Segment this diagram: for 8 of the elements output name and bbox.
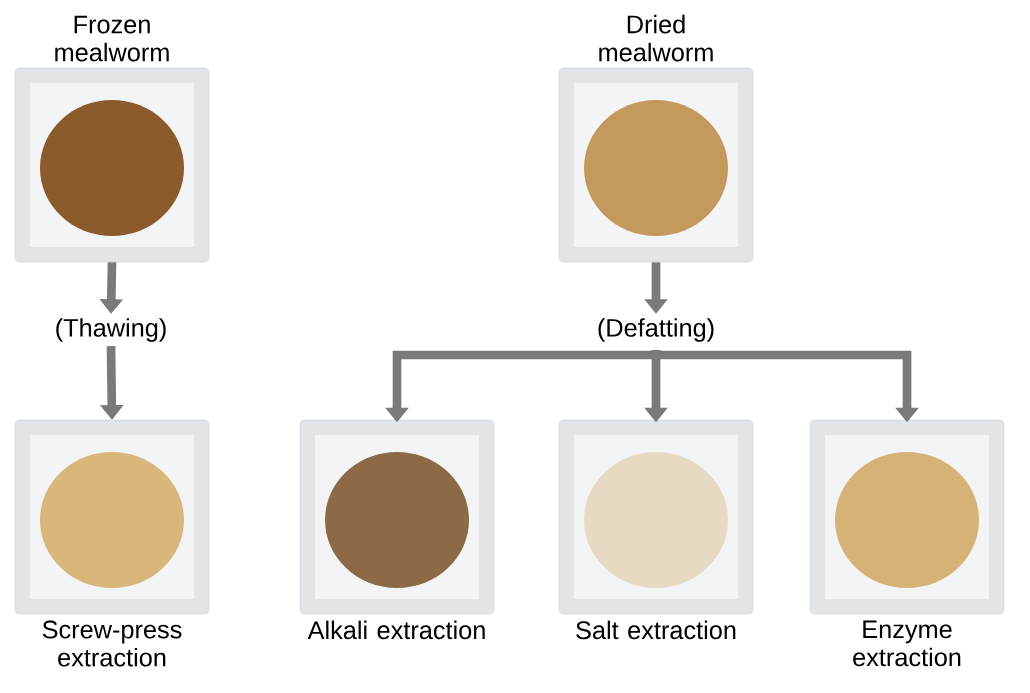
photo-caption: Frozen mealworm: [55, 15, 169, 62]
photo-caption: Alkali extraction: [307, 620, 485, 640]
photo-caption: Screw-press extraction: [42, 620, 182, 667]
photo-caption: Enzyme extraction: [853, 620, 961, 667]
photo-caption: Dried mealworm: [599, 14, 713, 62]
step-label: (Thawing): [56, 318, 166, 342]
step-label: (Defatting): [598, 318, 714, 342]
photo-caption: Salt extraction: [576, 620, 736, 640]
